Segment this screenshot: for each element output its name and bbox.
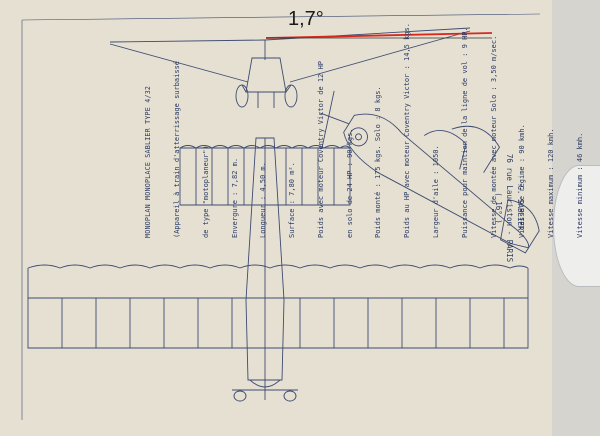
front-strut-right xyxy=(289,30,471,83)
side-view xyxy=(320,90,540,254)
spec-line: Vitesse minimum : 46 kmh. xyxy=(575,132,584,238)
spec-line: Poids avec moteur Coventry Victor de 12 … xyxy=(316,60,325,238)
side-wheel xyxy=(349,127,368,147)
spec-title: MONOPLAN MONOPLACE SABLIER TYPE 4/32 xyxy=(144,85,153,238)
side-cockpit xyxy=(423,129,467,170)
front-wing-upper-left xyxy=(109,39,266,43)
spec-line: (Appareil à train d'atterrissage surbais… xyxy=(172,60,181,238)
spec-line: Surface : 7,80 m². xyxy=(288,162,297,238)
address-name: G. SABLIER xyxy=(516,185,525,231)
spec-line: Longueur : 4,50 m. xyxy=(259,162,268,238)
spec-line: Poids au HP avec moteur Coventry Victor … xyxy=(403,23,412,238)
side-fuselage xyxy=(343,113,530,249)
spec-line: de type "motoplaneur") xyxy=(201,145,210,238)
spec-line: Envergure : 7,82 m. xyxy=(230,157,239,238)
plan-fuselage xyxy=(245,137,285,381)
address-street: 76 rue Lauriston - PARIS xyxy=(505,153,514,263)
spec-line: Vitesse maximum : 120 kmh. xyxy=(547,128,556,238)
side-tail-fin xyxy=(500,199,540,254)
plan-wing-leading-edge xyxy=(27,264,529,269)
paper-sheet xyxy=(0,0,552,436)
spec-line: Poids monté : 175 kgs. Solo : 8 kgs. xyxy=(374,86,383,238)
spec-line: Puissance pour maintien de la ligne de v… xyxy=(460,27,469,238)
angle-annotation: 1,7° xyxy=(288,8,324,30)
front-strut-left xyxy=(109,43,249,83)
plan-nose xyxy=(249,379,281,388)
side-wing-pylon xyxy=(451,125,501,173)
address-district: ( 16° ) xyxy=(494,192,503,224)
plan-wing xyxy=(27,297,529,349)
angle-reference-line xyxy=(265,32,493,39)
plan-tail-ribs xyxy=(179,145,351,149)
spec-line: Largeur d'aile : 1050. xyxy=(432,145,440,238)
side-propeller xyxy=(321,90,335,149)
plan-wheel-right xyxy=(283,390,297,402)
disc-sleeve xyxy=(553,165,600,287)
plan-view xyxy=(27,137,529,402)
spec-line: en solo de 24 HP : 90 kgs. xyxy=(345,128,354,238)
address-block: G. SABLIER 76 rue Lauriston - PARIS ( 16… xyxy=(493,148,526,268)
plan-tail xyxy=(179,147,351,206)
plan-wheel-left xyxy=(233,390,247,402)
spec-sheet: MONOPLAN MONOPLACE SABLIER TYPE 4/32 (Ap… xyxy=(125,18,600,238)
sheet-frame-top xyxy=(21,13,541,21)
